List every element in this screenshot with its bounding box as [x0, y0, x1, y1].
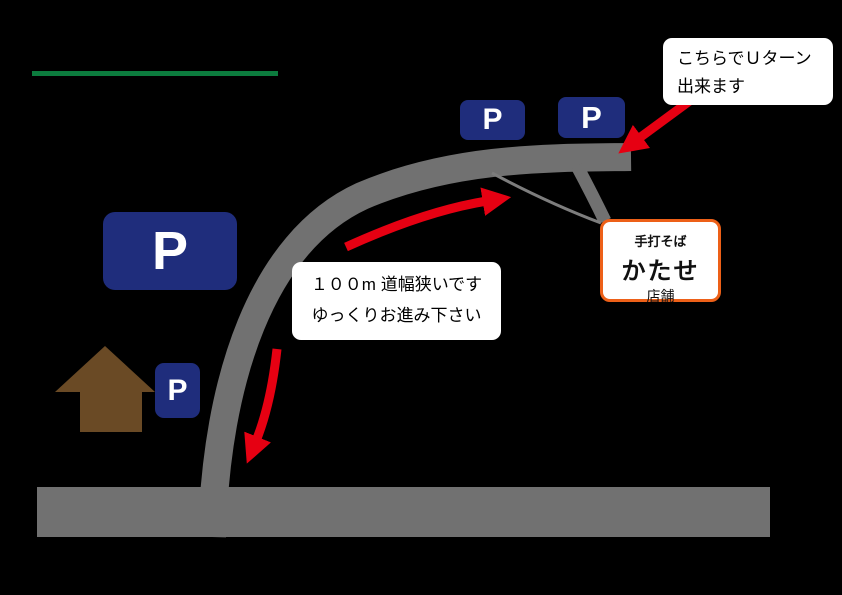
arrow-down-curve-icon [244, 348, 282, 464]
caution-note-line2: ゆっくりお進み下さい [311, 306, 482, 325]
parking-letter: P [581, 100, 602, 135]
parking-letter: P [151, 221, 189, 281]
shop-sign: 手打そば かたせ 店舗 [600, 219, 721, 304]
caution-note: １００m 道幅狭いです ゆっくりお進み下さい [292, 262, 501, 340]
parking-sign-main: P [103, 212, 237, 290]
shop-label: 店舗 [646, 288, 675, 304]
caution-note-line1: １００m 道幅狭いです [310, 275, 483, 294]
shop-name: かたせ [621, 256, 700, 285]
shop-subtitle: 手打そば [634, 235, 687, 250]
shop-thin-path [491, 171, 602, 225]
bottom-cross-road [37, 487, 770, 537]
uturn-note-line2: 出来ます [677, 77, 745, 96]
parking-sign-house: P [155, 363, 200, 418]
arrow-uturn-pointer-icon [618, 96, 694, 154]
parking-sign-upper-right: P [558, 97, 625, 138]
green-route-line [32, 71, 278, 76]
uturn-note-line1: こちらでＵターン [677, 49, 812, 68]
parking-letter: P [167, 373, 188, 407]
uturn-note: こちらでＵターン 出来ます [663, 38, 833, 105]
parking-sign-upper-left: P [460, 100, 525, 140]
house-icon [55, 346, 155, 432]
parking-letter: P [482, 103, 503, 136]
shop-branch-road [571, 162, 611, 224]
arrow-up-curve-icon [344, 187, 512, 252]
main-curved-road [198, 143, 632, 538]
